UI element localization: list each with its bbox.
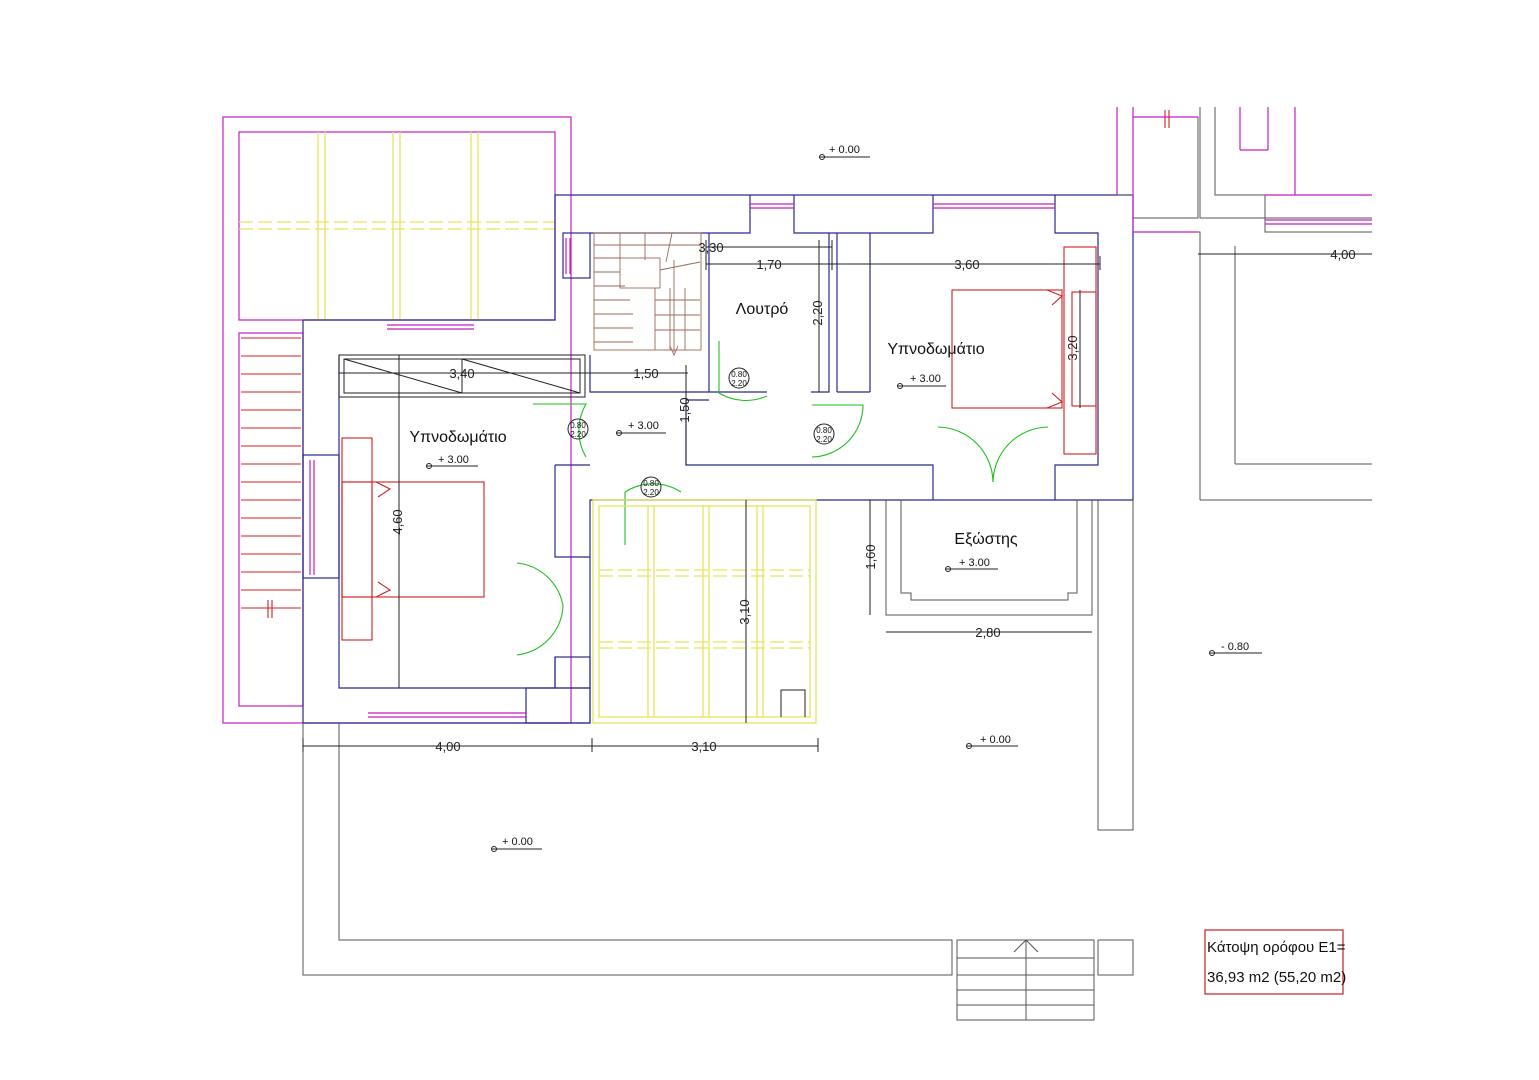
title-block-line2: 36,93 m2 (55,20 m2): [1207, 969, 1346, 986]
building-walls: [302, 194, 1134, 724]
windows: [309, 203, 1055, 718]
level-top: + 0.00: [829, 144, 860, 156]
dim-hall-depth: 1,50: [677, 397, 692, 422]
level-balcony: + 3.00: [959, 557, 990, 569]
room-label-bath: Λουτρό: [736, 301, 789, 318]
dim-bottom-right: 3,10: [691, 739, 716, 754]
door-tag-bath-height: 2.20: [731, 379, 747, 388]
level-bedroom-left: + 3.00: [438, 454, 469, 466]
wardrobe: [338, 354, 586, 398]
door-tag-bedroom-right-height: 2.20: [816, 435, 832, 444]
level-yard-right: - 0.80: [1221, 641, 1249, 653]
left-terrace: [222, 116, 572, 724]
neighbour-mark: [1164, 110, 1170, 128]
door-tag-hall-height: 2.20: [570, 430, 586, 439]
dim-hall-width: 1,50: [633, 366, 658, 381]
dim-bedroom-right-depth: 3,20: [1065, 335, 1080, 360]
dim-wardrobe-length: 3,40: [449, 366, 474, 381]
dim-bedroom-left-depth: 4,60: [390, 509, 405, 534]
level-hall: + 3.00: [628, 420, 659, 432]
room-label-bedroom-left: Υπνοδωμάτιο: [409, 429, 506, 446]
room-label-balcony: Εξώστης: [954, 531, 1017, 548]
lower-terrace: [592, 499, 817, 724]
door-tag-low-height: 2.20: [643, 488, 659, 497]
left-exterior-stair: [241, 337, 301, 618]
door-tags: [567, 367, 835, 498]
door-tag-bedroom-right-width: 0.80: [816, 426, 832, 435]
dim-stair-width: 3,30: [698, 240, 723, 255]
dim-terrace-depth: 3,10: [737, 599, 752, 624]
dim-bottom-left: 4,00: [435, 739, 460, 754]
title-block-line1: Κάτοψη ορόφου Ε1=: [1207, 939, 1346, 956]
interior-stair: [593, 232, 702, 357]
level-markers: [426, 154, 1262, 852]
room-label-bedroom-right: Υπνοδωμάτιο: [887, 341, 984, 358]
level-bedroom-right: + 3.00: [910, 373, 941, 385]
dim-balcony-width: 2,80: [975, 625, 1000, 640]
dim-top-right: 4,00: [1330, 247, 1355, 262]
dim-bath-height: 2,20: [810, 300, 825, 325]
door-tag-low-width: 0.80: [643, 479, 659, 488]
dim-bath-width: 1,70: [756, 257, 781, 272]
door-tag-hall-width: 0.80: [570, 421, 586, 430]
furniture: [341, 246, 1097, 641]
door-tag-bath-width: 0.80: [731, 370, 747, 379]
dim-bedroom-right-width: 3,60: [954, 257, 979, 272]
dim-balcony-depth: 1,60: [863, 544, 878, 569]
neighbour-outline: [1116, 107, 1372, 233]
level-yard-left: + 0.00: [502, 836, 533, 848]
door-swings: [516, 341, 1049, 656]
dimension-lines: [302, 240, 1372, 752]
title-block-frame: [1204, 929, 1344, 995]
level-yard-mid: + 0.00: [980, 734, 1011, 746]
